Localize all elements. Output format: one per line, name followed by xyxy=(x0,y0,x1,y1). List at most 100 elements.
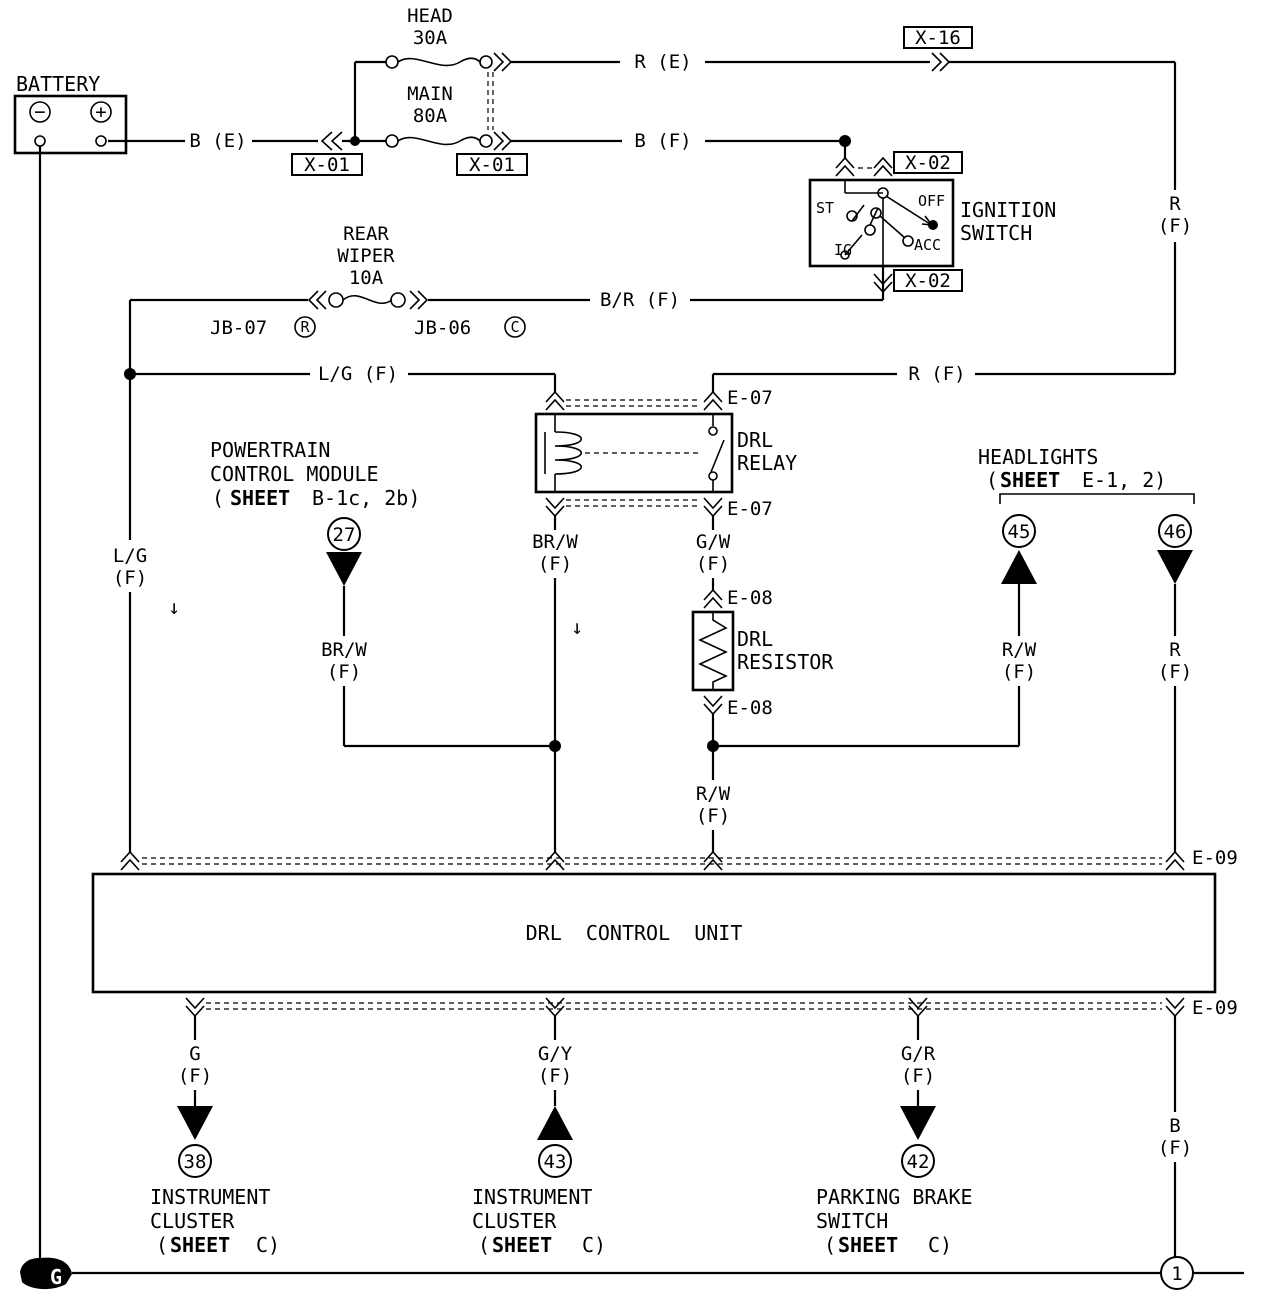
wire-label-r-right-1: R xyxy=(1169,193,1181,215)
pcm-label-2: CONTROL MODULE xyxy=(210,462,379,486)
wire-label-gw-2: (F) xyxy=(696,553,730,575)
fuse-head: HEAD 30A xyxy=(385,5,513,72)
connector-x02-top: X-02 xyxy=(905,152,951,174)
ignition-switch: X-02 ST OFF IG ACC X-02 IGNITION SWITCH xyxy=(808,151,1056,294)
connector-e08-top: E-08 xyxy=(727,587,773,609)
jb07-label: JB-07 xyxy=(210,317,267,339)
ground-ref: 1 xyxy=(1171,1263,1182,1285)
connector-x02-bottom: X-02 xyxy=(905,270,951,292)
ref-42-sheet-prefix: ( xyxy=(824,1233,836,1257)
jb06-label: JB-06 xyxy=(414,317,471,339)
wire-label-gr-2: (F) xyxy=(901,1065,935,1087)
wire-label-rw-bottom-2: (F) xyxy=(696,805,730,827)
ground-ref-circle xyxy=(1160,1256,1194,1290)
connector-x16: X-16 xyxy=(915,27,961,49)
ref-38-line-2: CLUSTER xyxy=(150,1209,235,1233)
ref-38-sheet-ref: C) xyxy=(256,1233,280,1257)
jb07-mark: R xyxy=(300,318,310,336)
wire-label-br-f: B/R (F) xyxy=(600,289,680,311)
wire-label-hl-rw-2: (F) xyxy=(1002,661,1036,683)
ground-letter: G xyxy=(50,1265,62,1289)
connector-e09-top-row: E-09 xyxy=(120,847,1238,871)
connector-x01-left: X-01 xyxy=(304,154,350,176)
pcm-label-1: POWERTRAIN xyxy=(210,438,330,462)
wire-label-hl-r-2: (F) xyxy=(1158,661,1192,683)
jb06-mark: C xyxy=(510,318,519,336)
ref-42-line-1: PARKING BRAKE xyxy=(816,1185,973,1209)
wire-label-pcm-brw-1: BR/W xyxy=(321,639,367,661)
connector-e08-bottom: E-08 xyxy=(727,697,773,719)
wire-label-lg-f: L/G (F) xyxy=(318,363,398,385)
wire-label-rw-bottom-1: R/W xyxy=(696,783,731,805)
headlights-pin-left: 45 xyxy=(1008,521,1031,543)
fuse-rear-wiper-name-2: WIPER xyxy=(337,245,395,267)
ref-38-sheet-word: SHEET xyxy=(170,1233,230,1257)
wire-label-g-1: G xyxy=(189,1043,200,1065)
ref-42-pin: 42 xyxy=(907,1151,930,1173)
wire-label-relay-brw-2: (F) xyxy=(538,553,572,575)
wire-label-gr-1: G/R xyxy=(901,1043,936,1065)
headlights-sheet-prefix: ( xyxy=(986,468,998,492)
drl-resistor-label-2: RESISTOR xyxy=(737,650,834,674)
wire-label-gy-1: G/Y xyxy=(538,1043,573,1065)
battery-minus: − xyxy=(34,101,45,123)
drl-relay-label-2: RELAY xyxy=(737,451,797,475)
ground-symbol: G xyxy=(20,1257,72,1290)
ref-42-sheet-word: SHEET xyxy=(838,1233,898,1257)
ref-38-line-1: INSTRUMENT xyxy=(150,1185,270,1209)
wire-label-relay-brw-1: BR/W xyxy=(532,531,578,553)
ref-43-line-1: INSTRUMENT xyxy=(472,1185,592,1209)
ignition-label-1: IGNITION xyxy=(960,198,1056,222)
headlights-sheet-word: SHEET xyxy=(1000,468,1060,492)
pcm-sheet-prefix: ( xyxy=(212,486,224,510)
wire-label-b-bottom-1: B xyxy=(1169,1115,1180,1137)
ignition-off: OFF xyxy=(918,192,945,210)
wire-label-gy-2: (F) xyxy=(538,1065,572,1087)
wire-label-pcm-brw-2: (F) xyxy=(327,661,361,683)
ref-43-sheet-ref: C) xyxy=(582,1233,606,1257)
connector-e07-bottom: E-07 xyxy=(727,498,773,520)
ignition-st: ST xyxy=(816,199,834,217)
wire-label-g-2: (F) xyxy=(178,1065,212,1087)
drl-relay: E-07 E-07 DRL RELAY xyxy=(534,374,797,520)
ref-43-line-2: CLUSTER xyxy=(472,1209,557,1233)
connector-e07-top: E-07 xyxy=(727,387,773,409)
fuse-rear-wiper: REAR WIPER 10A JB-07 R JB-06 C xyxy=(210,223,526,339)
drl-control-unit: DRL CONTROL UNIT xyxy=(91,872,1217,994)
battery-plus: + xyxy=(95,101,106,123)
headlights-sheet-ref: E-1, 2) xyxy=(1082,468,1166,492)
fuse-head-rating: 30A xyxy=(413,27,448,49)
ref-38-sheet-prefix: ( xyxy=(156,1233,168,1257)
ref-42-sheet-ref: C) xyxy=(928,1233,952,1257)
wire-label-r-right-2: (F) xyxy=(1158,215,1192,237)
pcm-sheet-ref: B-1c, 2b) xyxy=(312,486,420,510)
ignition-acc: ACC xyxy=(914,236,941,254)
drl-control-unit-label: DRL CONTROL UNIT xyxy=(526,921,743,945)
drl-resistor-label-1: DRL xyxy=(737,627,773,651)
ref-43-sheet-word: SHEET xyxy=(492,1233,552,1257)
ignition-label-2: SWITCH xyxy=(960,221,1032,245)
wire-label-hl-r-1: R xyxy=(1169,639,1181,661)
headlights-label: HEADLIGHTS xyxy=(978,445,1098,469)
wire-label-b-bottom-2: (F) xyxy=(1158,1137,1192,1159)
fuse-main-rating: 80A xyxy=(413,105,448,127)
battery: − + BATTERY xyxy=(13,72,128,155)
ignition-ig: IG xyxy=(834,241,852,259)
pcm-pin: 27 xyxy=(333,524,356,546)
ref-43-pin: 43 xyxy=(544,1151,567,1173)
wire-label-r-e: R (E) xyxy=(634,51,691,73)
drl-relay-label-1: DRL xyxy=(737,428,773,452)
connector-x01-right: X-01 xyxy=(469,154,515,176)
pcm-reference: POWERTRAIN CONTROL MODULE ( SHEET B-1c, … xyxy=(210,438,420,586)
connector-e09-bottom-row: E-09 xyxy=(185,997,1238,1019)
wire-label-b-f: B (F) xyxy=(634,130,691,152)
headlights-reference: HEADLIGHTS ( SHEET E-1, 2) 45 46 xyxy=(978,445,1195,584)
connector-e09-top: E-09 xyxy=(1192,847,1238,869)
fuse-main: MAIN 80A xyxy=(385,83,513,151)
fuse-rear-wiper-name-1: REAR xyxy=(343,223,389,245)
current-arrow-left: ↓ xyxy=(168,595,180,619)
headlights-pin-right: 46 xyxy=(1164,521,1187,543)
pcm-sheet-word: SHEET xyxy=(230,486,290,510)
wire-label-lg-left-1: L/G xyxy=(113,545,147,567)
